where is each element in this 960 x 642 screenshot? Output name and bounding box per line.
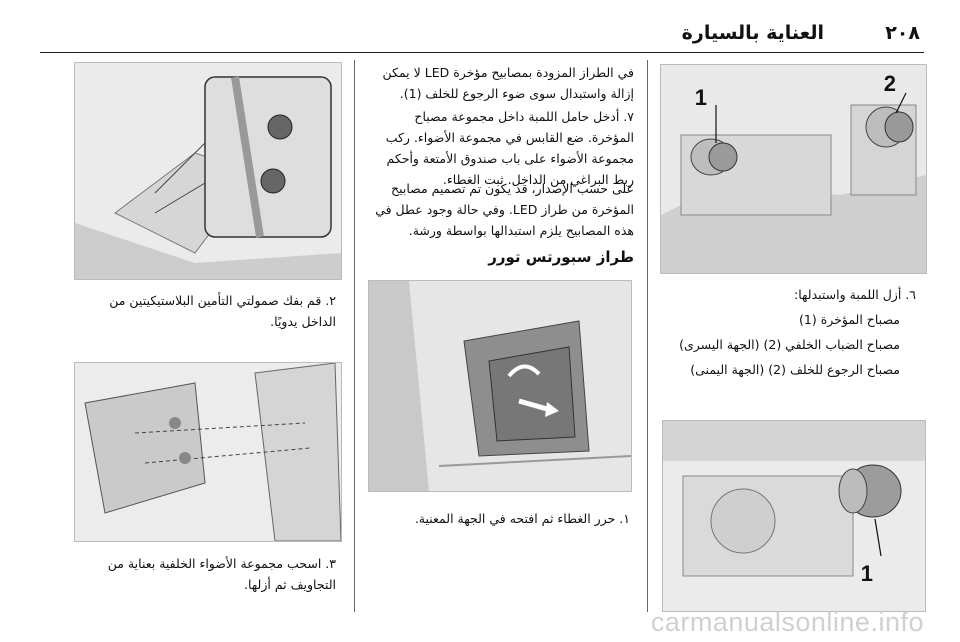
text-bulb-1: مصباح المؤخرة (1) <box>799 312 900 327</box>
figure-remove-taillight <box>74 362 342 542</box>
text-step-2: ٢. قم بفك صمولتي التأمين البلاستيكيتين م… <box>109 293 336 329</box>
text-step-7: ٧. أدخل حامل اللمبة داخل مجموعة مصباح ال… <box>385 109 634 187</box>
page-number: ٢٠٨ <box>885 22 920 44</box>
column-divider <box>354 60 355 612</box>
figure-trunk-cover <box>368 280 632 492</box>
figure-plastic-nuts <box>74 62 342 280</box>
text-step-3: ٣. اسحب مجموعة الأضواء الخلفية بعناية من… <box>107 556 336 592</box>
text-led-workshop: على حسب الإصدار، قد يكون تم تصميم مصابيح… <box>375 181 634 238</box>
watermark: carmanualsonline.info <box>650 607 924 637</box>
section-heading: طراز سبورتس تورر <box>488 248 634 266</box>
text-step-6: ٦. أزل اللمبة واستبدلها: <box>793 287 916 302</box>
column-divider <box>647 60 648 612</box>
callout-1: 1 <box>861 561 873 586</box>
page-title: العناية بالسيارة <box>681 22 824 44</box>
figure-taillight-bulbs-top: 1 2 <box>660 64 927 274</box>
page-header: ٢٠٨ العناية بالسيارة <box>40 22 924 53</box>
text-bulb-3: مصباح الرجوع للخلف (2) (الجهة اليمنى) <box>690 362 900 377</box>
callout-1: 1 <box>695 85 707 110</box>
callout-2: 2 <box>884 71 896 96</box>
text-led-note: في الطراز المزودة بمصابيح مؤخرة LED لا ي… <box>382 65 634 101</box>
text-step-1: ١. حرر الغطاء ثم افتحه في الجهة المعنية. <box>414 511 630 526</box>
figure-taillight-bulb-bottom: 1 <box>662 420 926 612</box>
text-bulb-2: مصباح الضباب الخلفي (2) (الجهة اليسرى) <box>679 337 900 352</box>
